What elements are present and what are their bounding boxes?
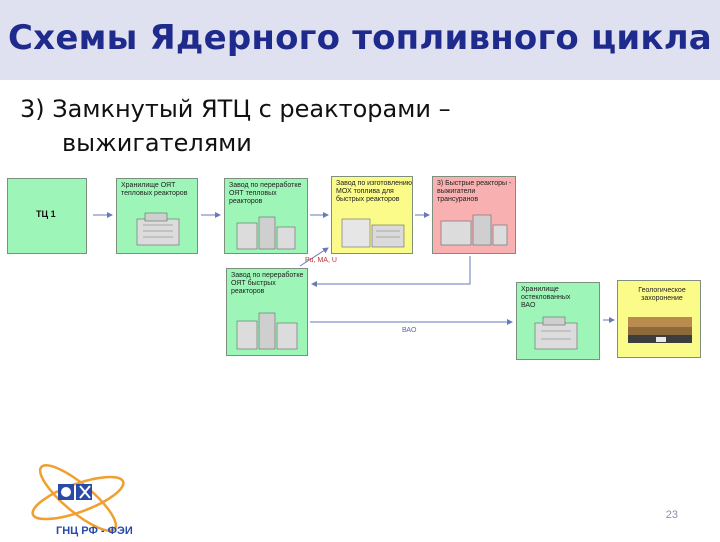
svg-text:ГНЦ РФ - ФЭИ: ГНЦ РФ - ФЭИ	[56, 525, 133, 537]
gnts-ro-fei-logo: ГНЦ РФ - ФЭИ	[18, 462, 138, 542]
flow-label-hlw: ВАО	[402, 327, 416, 334]
page-number: 23	[666, 509, 678, 521]
flow-label-pu-ma-u: Pu, MA, U	[305, 257, 337, 264]
